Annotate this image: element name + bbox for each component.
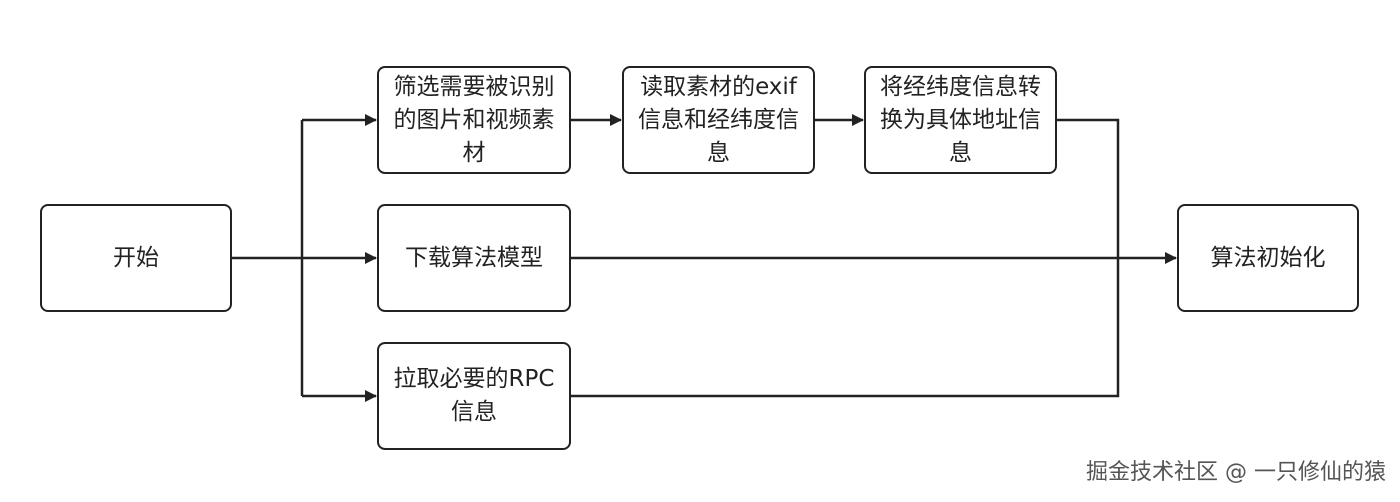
node-filter-media-label: 筛选需要被识别的图片和视频素材 — [393, 73, 555, 166]
edge-geocode-merge — [1057, 118, 1120, 258]
node-download-model-label: 下载算法模型 — [405, 244, 543, 271]
node-geocode: 将经纬度信息转换为具体地址信息 — [864, 66, 1057, 174]
node-fetch-rpc: 拉取必要的RPC信息 — [377, 342, 571, 450]
node-fetch-rpc-label: 拉取必要的RPC信息 — [393, 366, 555, 425]
node-filter-media: 筛选需要被识别的图片和视频素材 — [377, 66, 571, 174]
node-start-label: 开始 — [113, 244, 159, 271]
node-read-exif-label: 读取素材的exif信息和经纬度信息 — [638, 73, 799, 166]
node-start: 开始 — [40, 204, 232, 312]
node-init-algorithm-label: 算法初始化 — [1210, 244, 1326, 271]
node-download-model: 下载算法模型 — [377, 204, 571, 312]
node-init-algorithm: 算法初始化 — [1177, 204, 1359, 312]
edge-rpc-merge — [571, 258, 1120, 398]
node-geocode-label: 将经纬度信息转换为具体地址信息 — [880, 73, 1041, 166]
node-read-exif: 读取素材的exif信息和经纬度信息 — [622, 66, 815, 174]
watermark: 掘金技术社区 @ 一只修仙的猿 — [1086, 460, 1386, 485]
